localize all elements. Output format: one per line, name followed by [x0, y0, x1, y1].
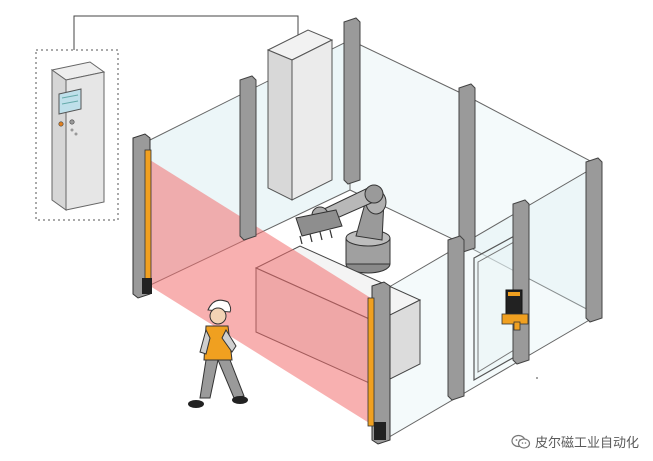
gripper-icon — [295, 209, 343, 237]
industrial-robot — [295, 184, 391, 274]
worker-figure — [188, 299, 248, 408]
watermark: 皮尔磁工业自动化 — [511, 432, 639, 451]
wechat-icon — [511, 434, 531, 449]
door-safety-switch — [501, 289, 529, 331]
control-cabinet-inset — [35, 15, 299, 221]
emergency-button-icon — [58, 121, 64, 127]
control-cabinet — [50, 61, 106, 211]
light-curtain-receiver — [367, 281, 391, 445]
watermark-text: 皮尔磁工业自动化 — [534, 436, 639, 451]
machine-housing — [266, 29, 334, 201]
light-curtain-field — [150, 160, 374, 426]
light-curtain-emitter — [132, 133, 152, 299]
